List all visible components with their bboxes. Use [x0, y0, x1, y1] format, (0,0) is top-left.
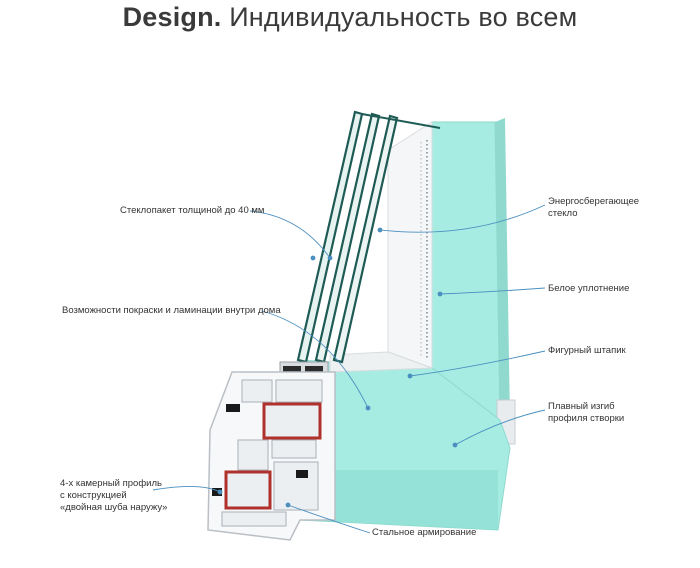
callout-white-seal: Белое уплотнение — [548, 283, 630, 294]
reinforcement-upper — [262, 402, 322, 440]
callout-bend-line2: профиля створки — [548, 413, 625, 424]
callout-bend: Плавный изгиб профиля створки — [548, 401, 624, 425]
callout-painting: Возможности покраски и ламинации внутри … — [62, 305, 281, 316]
leader-lines — [152, 204, 546, 534]
reinforcement-lower — [224, 470, 272, 510]
callout-energy-glass-line1: Энергосберегающее — [548, 196, 640, 207]
callout-energy-glass-line2: стекло — [548, 208, 578, 219]
callout-chamber-profile-line3: «двойная шуба наружу» — [60, 502, 168, 513]
callout-bead: Фигурный штапик — [548, 345, 626, 356]
title-subtitle: Индивидуальность во всем — [229, 2, 578, 32]
frame-vertical-edge — [495, 118, 510, 420]
callout-energy-glass: Энергосберегающее стекло — [548, 196, 639, 220]
glass-pane-3 — [332, 114, 399, 364]
sash-inner — [387, 121, 433, 369]
title-brand: Design. — [122, 2, 222, 32]
callout-chamber-profile-line2: с конструкцией — [60, 490, 127, 501]
page-title: Design. Индивидуальность во всем — [0, 2, 700, 33]
glass-pane-2 — [314, 112, 381, 364]
callout-bend-line1: Плавный изгиб — [548, 401, 615, 412]
callout-chamber-profile-line1: 4-х камерный профиль — [60, 478, 162, 489]
sash-bottom-inner — [329, 351, 433, 373]
leader-dots — [217, 227, 458, 508]
frame-bottom-shade — [300, 470, 498, 530]
callout-chamber-profile: 4-х камерный профиль с конструкцией «дво… — [60, 478, 167, 514]
callout-steel: Стальное армирование — [372, 527, 477, 538]
callout-glass-unit: Стеклопакет толщиной до 40 мм — [120, 205, 265, 216]
